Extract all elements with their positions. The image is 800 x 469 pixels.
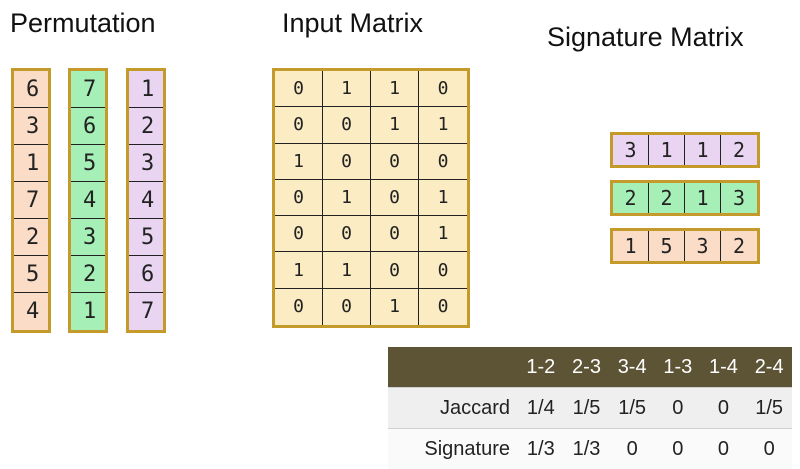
input-matrix-cell: 1 — [275, 144, 323, 180]
column-header: 3-4 — [609, 347, 655, 388]
table-cell: 0 — [746, 429, 792, 469]
signature-cell: 2 — [613, 183, 649, 213]
column-header: 1-3 — [655, 347, 701, 388]
permutation-cell: 6 — [129, 256, 163, 293]
permutation-cell: 4 — [129, 182, 163, 219]
permutation-cell: 3 — [71, 219, 105, 256]
input-matrix-cell: 0 — [323, 144, 371, 180]
permutation-cell: 2 — [14, 219, 48, 256]
input-matrix-cell: 1 — [371, 107, 419, 143]
input-matrix-cell: 1 — [323, 180, 371, 216]
signature-matrix-heading: Signature Matrix — [547, 22, 744, 53]
signature-cell: 1 — [613, 231, 649, 261]
signature-cell: 3 — [685, 231, 721, 261]
input-matrix-heading: Input Matrix — [282, 8, 423, 39]
permutation-cell: 3 — [129, 145, 163, 182]
table-cell: 0 — [655, 388, 701, 429]
input-matrix-cell: 0 — [419, 289, 467, 325]
permutation-cell: 7 — [14, 182, 48, 219]
permutation-cell: 5 — [14, 256, 48, 293]
input-matrix-cell: 1 — [371, 289, 419, 325]
permutation-cell: 5 — [71, 145, 105, 182]
signature-cell: 2 — [721, 135, 757, 165]
input-matrix-cell: 1 — [323, 71, 371, 107]
table-cell: 0 — [655, 429, 701, 469]
input-matrix-cell: 0 — [371, 180, 419, 216]
signature-cell: 1 — [685, 183, 721, 213]
input-matrix-cell: 0 — [371, 252, 419, 288]
input-matrix-cell: 0 — [419, 71, 467, 107]
input-matrix-cell: 0 — [419, 252, 467, 288]
table-cell: 1/5 — [564, 388, 610, 429]
column-header: 2-3 — [564, 347, 610, 388]
signature-cell: 5 — [649, 231, 685, 261]
column-header: 2-4 — [746, 347, 792, 388]
column-header: 1-4 — [701, 347, 747, 388]
input-matrix-cell: 1 — [419, 216, 467, 252]
input-matrix-cell: 0 — [323, 289, 371, 325]
permutation-cell: 6 — [14, 71, 48, 108]
column-header — [388, 347, 518, 388]
input-matrix-cell: 1 — [419, 107, 467, 143]
input-matrix-cell: 1 — [371, 71, 419, 107]
permutation-cell: 2 — [71, 256, 105, 293]
row-label: Signature — [388, 429, 518, 469]
row-label: Jaccard — [388, 388, 518, 429]
permutation-cell: 3 — [14, 108, 48, 145]
input-matrix-cell: 0 — [323, 107, 371, 143]
permutation-cell: 4 — [71, 182, 105, 219]
input-matrix-cell: 1 — [323, 252, 371, 288]
input-matrix-cell: 1 — [419, 180, 467, 216]
table-cell: 1/4 — [518, 388, 564, 429]
input-matrix-cell: 0 — [275, 216, 323, 252]
permutation-cell: 1 — [14, 145, 48, 182]
signature-cell: 2 — [649, 183, 685, 213]
permutation-cell: 5 — [129, 219, 163, 256]
permutation-cell: 7 — [129, 293, 163, 330]
table-cell: 0 — [609, 429, 655, 469]
signature-cell: 2 — [721, 231, 757, 261]
permutation-cell: 2 — [129, 108, 163, 145]
input-matrix-cell: 0 — [419, 144, 467, 180]
permutation-heading: Permutation — [10, 8, 156, 39]
signature-cell: 3 — [721, 183, 757, 213]
signature-cell: 3 — [613, 135, 649, 165]
table-cell: 1/3 — [518, 429, 564, 469]
permutation-cell: 6 — [71, 108, 105, 145]
column-header: 1-2 — [518, 347, 564, 388]
input-matrix-cell: 0 — [371, 144, 419, 180]
input-matrix-cell: 0 — [323, 216, 371, 252]
input-matrix-cell: 0 — [275, 289, 323, 325]
input-matrix-cell: 0 — [371, 216, 419, 252]
permutation-cell: 1 — [129, 71, 163, 108]
signature-cell: 1 — [685, 135, 721, 165]
table-cell: 1/5 — [746, 388, 792, 429]
signature-cell: 1 — [649, 135, 685, 165]
table-cell: 0 — [701, 429, 747, 469]
table-cell: 0 — [701, 388, 747, 429]
table-cell: 1/3 — [564, 429, 610, 469]
permutation-cell: 4 — [14, 293, 48, 330]
permutation-cell: 1 — [71, 293, 105, 330]
permutation-cell: 7 — [71, 71, 105, 108]
input-matrix-cell: 0 — [275, 107, 323, 143]
table-cell: 1/5 — [609, 388, 655, 429]
input-matrix-cell: 0 — [275, 71, 323, 107]
input-matrix-cell: 0 — [275, 180, 323, 216]
input-matrix-cell: 1 — [275, 252, 323, 288]
